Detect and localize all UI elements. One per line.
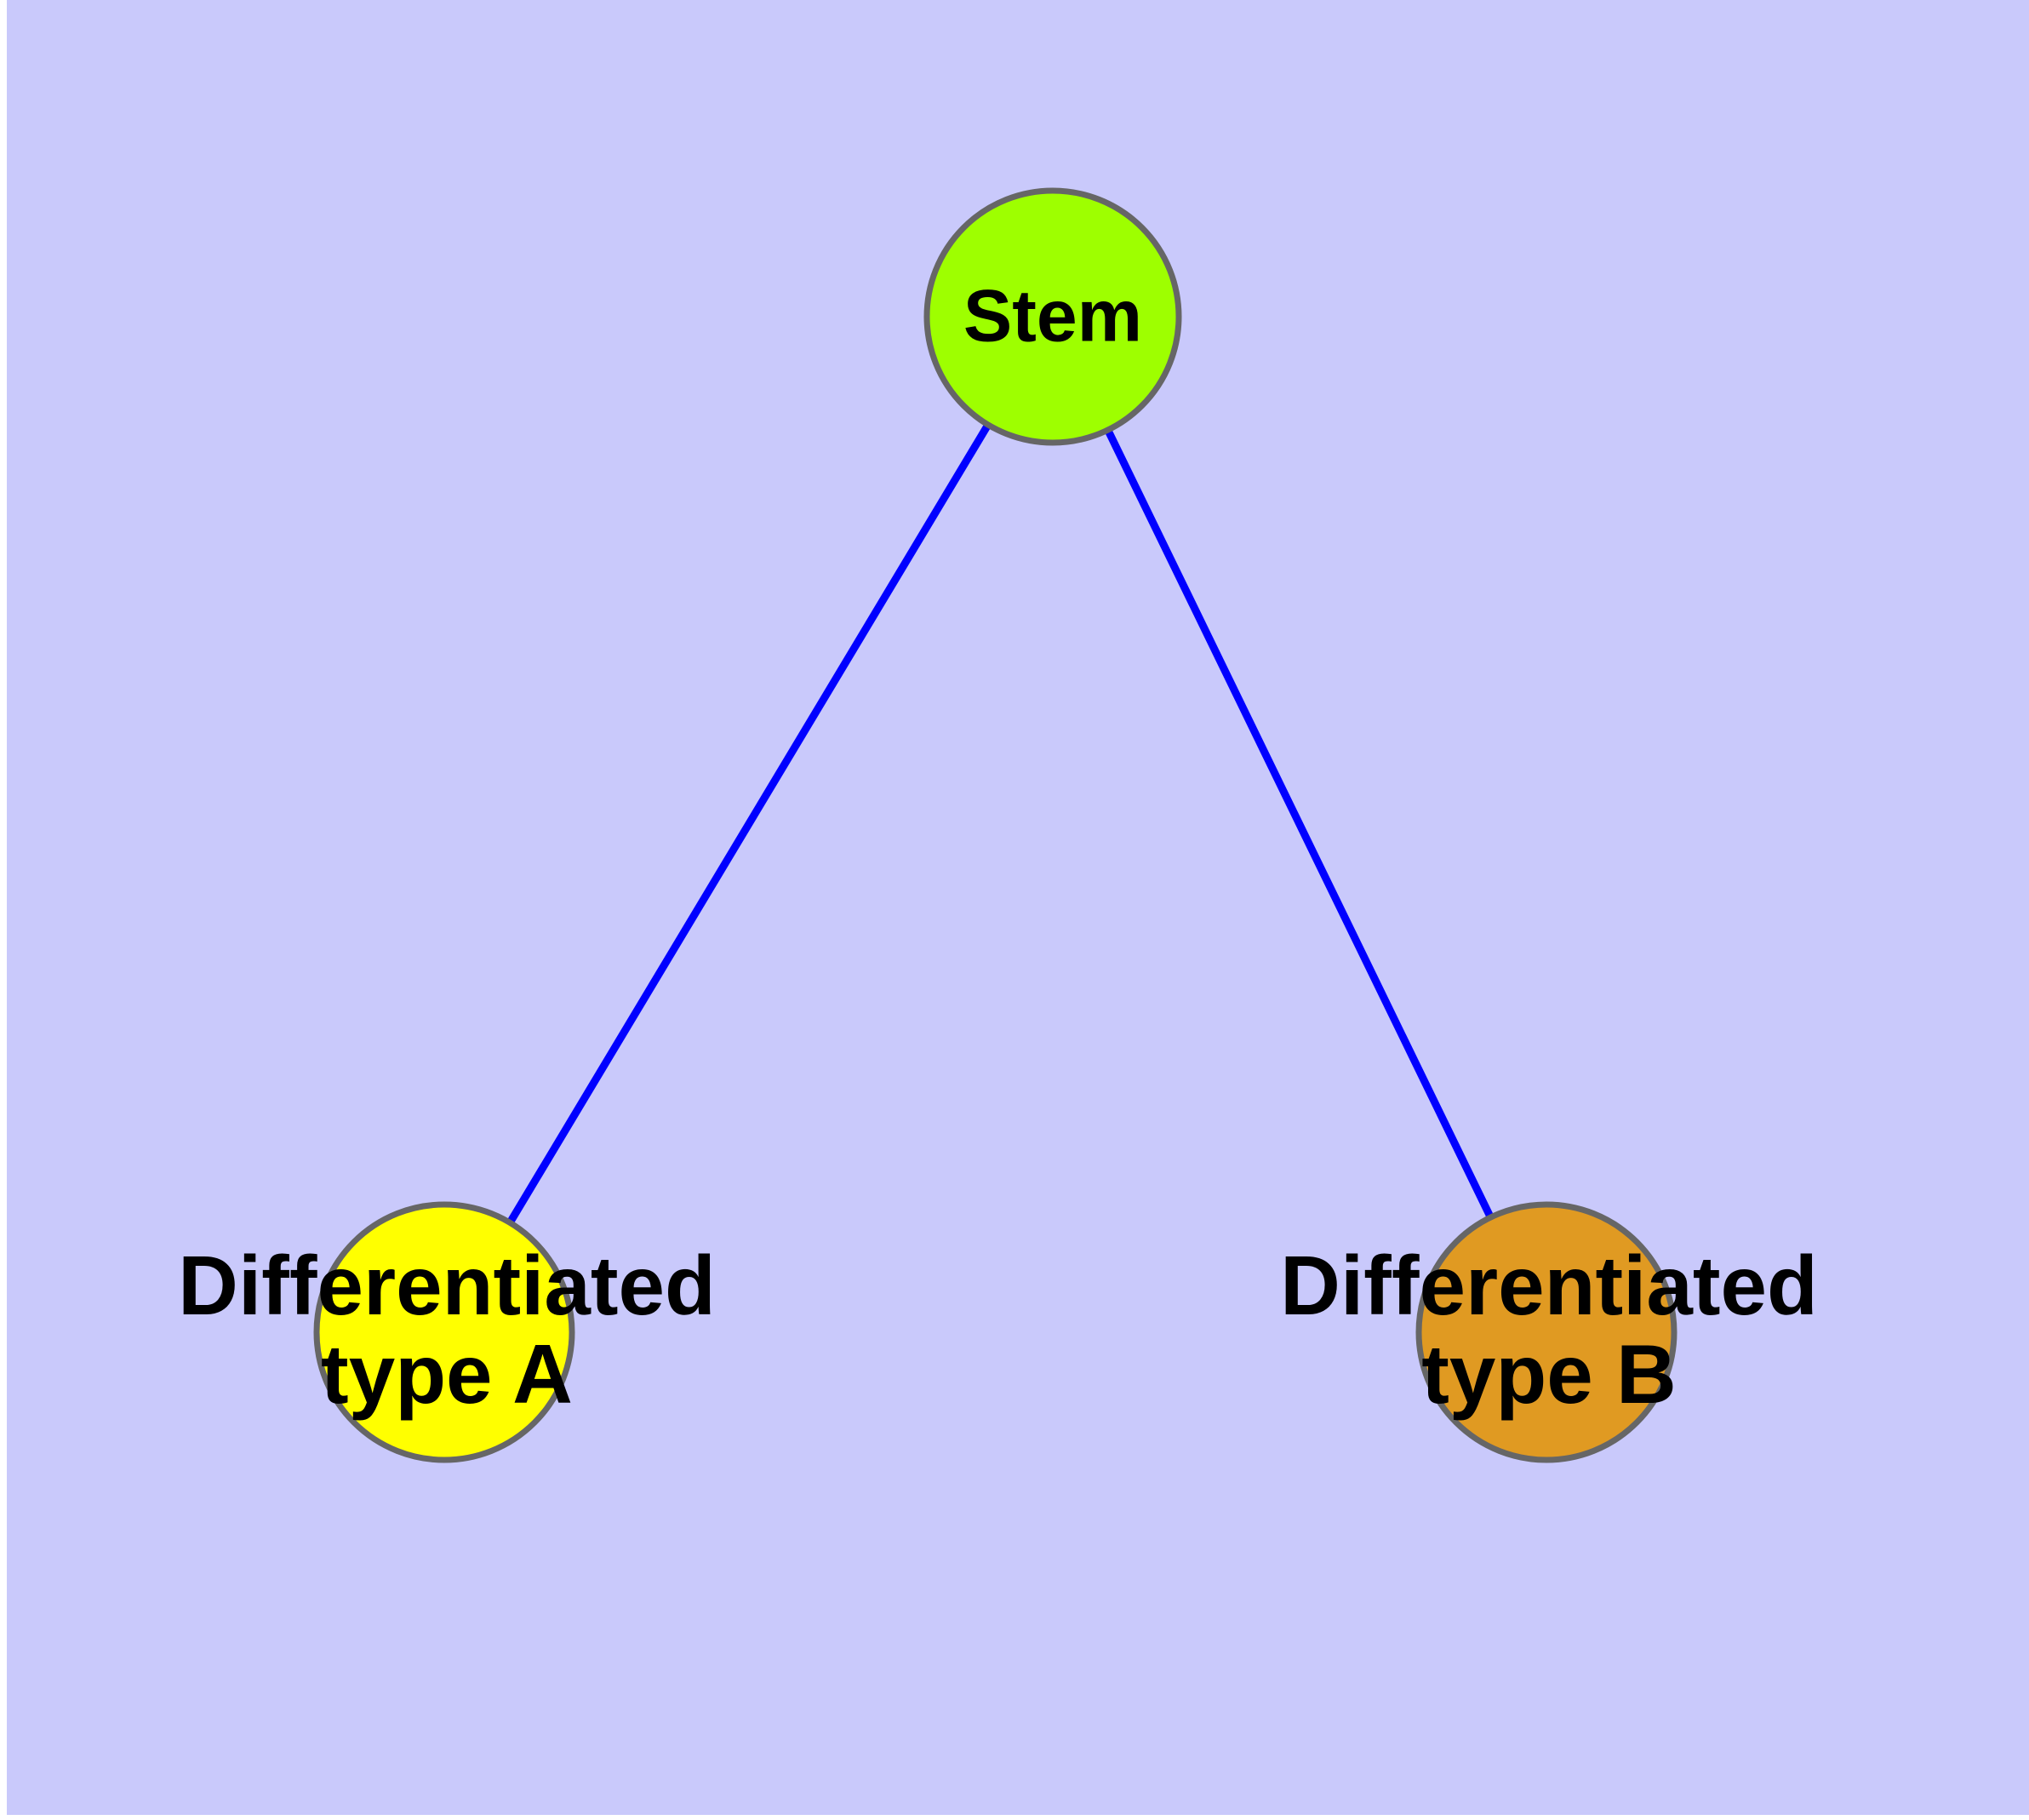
node-layer: [313, 187, 1677, 1463]
edge-layer: [441, 314, 1551, 1335]
node-stem-circle[interactable]: [923, 187, 1182, 446]
edge-stem-to-diff-a[interactable]: [441, 314, 1056, 1335]
node-diff-b-circle[interactable]: [1415, 1201, 1677, 1463]
edge-stem-to-diff-b[interactable]: [1049, 315, 1551, 1334]
node-diff-a-circle[interactable]: [313, 1201, 575, 1463]
